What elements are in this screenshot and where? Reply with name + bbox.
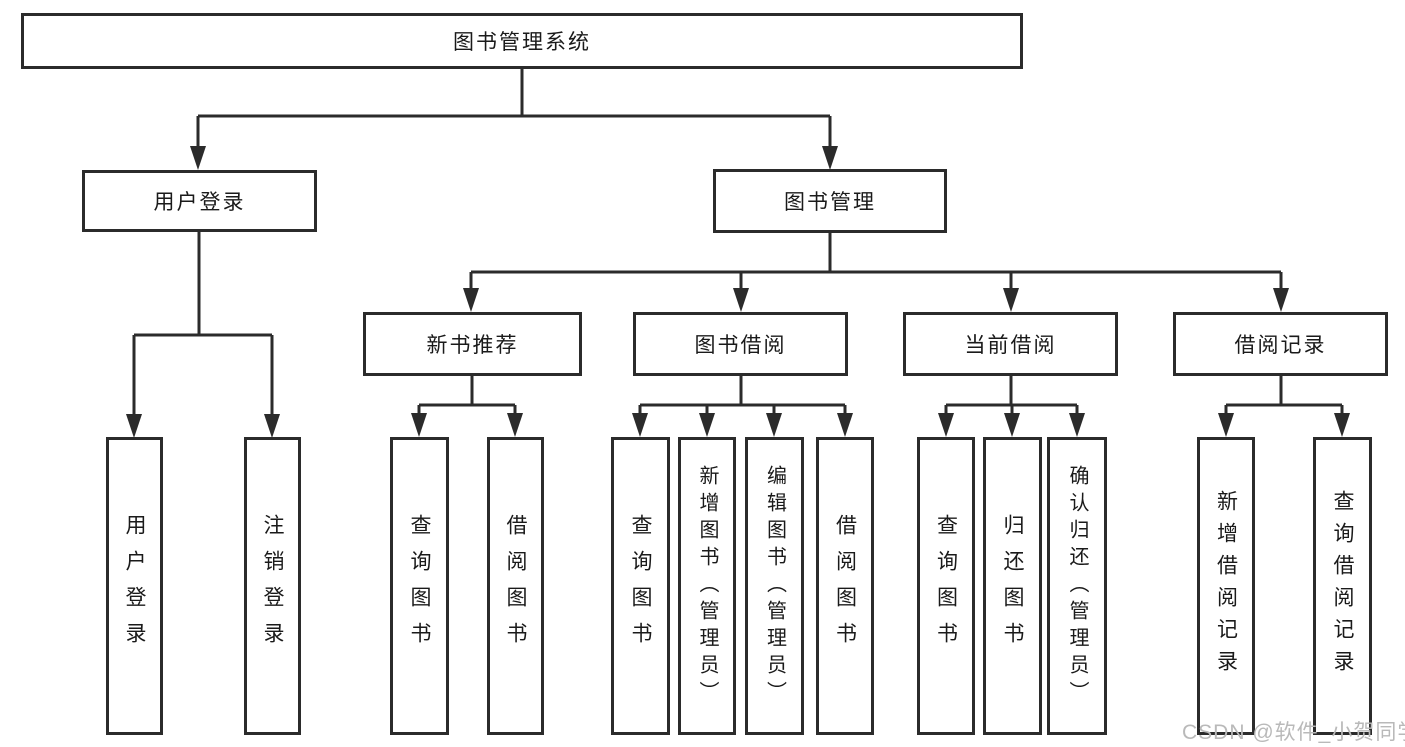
arrow-down-icon [463, 288, 479, 312]
leaf-edit-books-admin: 编辑图书（管理员） [745, 437, 804, 735]
arrow-down-icon [699, 413, 715, 437]
arrow-down-icon [632, 413, 648, 437]
node-book-management: 图书管理 [713, 169, 947, 233]
connector-userlogin-to-leaves [132, 232, 274, 420]
arrow-down-icon [1273, 288, 1289, 312]
arrow-down-icon [1003, 288, 1019, 312]
arrow-down-icon [264, 414, 280, 438]
arrow-down-icon [837, 413, 853, 437]
node-book-borrowing: 图书借阅 [633, 312, 848, 376]
connector-newbook-to-leaves [417, 376, 517, 419]
arrow-down-icon [1218, 413, 1234, 437]
connector-currentborrow-to-leaves [944, 376, 1079, 419]
arrow-down-icon [1334, 413, 1350, 437]
arrow-down-icon [126, 414, 142, 438]
leaf-query-books: 查询图书 [917, 437, 975, 735]
leaf-return-books: 归还图书 [983, 437, 1042, 735]
leaf-add-borrow-record: 新增借阅记录 [1197, 437, 1255, 735]
csdn-watermark: CSDN @软件_小贺同学 [1182, 721, 1405, 744]
node-new-book-recommendation: 新书推荐 [363, 312, 582, 376]
leaf-borrow-books: 借阅图书 [816, 437, 874, 735]
leaf-query-books: 查询图书 [390, 437, 449, 735]
arrow-down-icon [190, 146, 206, 170]
node-root: 图书管理系统 [21, 13, 1023, 69]
connector-root-to-level2 [196, 69, 832, 152]
connector-borrowrecord-to-leaves [1224, 376, 1344, 419]
connector-bookmgmt-to-level3 [469, 233, 1283, 294]
arrow-down-icon [938, 413, 954, 437]
arrow-down-icon [1069, 413, 1085, 437]
leaf-add-books-admin: 新增图书（管理员） [678, 437, 736, 735]
arrow-down-icon [733, 288, 749, 312]
connector-bookborrow-to-leaves [638, 376, 847, 419]
leaf-borrow-books: 借阅图书 [487, 437, 544, 735]
leaf-logout: 注销登录 [244, 437, 301, 735]
arrowhead-group [126, 146, 1350, 438]
node-user-login: 用户登录 [82, 170, 317, 232]
arrow-down-icon [507, 413, 523, 437]
arrow-down-icon [766, 413, 782, 437]
leaf-query-borrow-record: 查询借阅记录 [1313, 437, 1372, 735]
arrow-down-icon [822, 146, 838, 170]
node-current-borrowing: 当前借阅 [903, 312, 1118, 376]
leaf-user-login: 用户登录 [106, 437, 163, 735]
node-borrowing-records: 借阅记录 [1173, 312, 1388, 376]
arrow-down-icon [411, 413, 427, 437]
connector-line-group [132, 69, 1344, 420]
arrow-down-icon [1004, 413, 1020, 437]
leaf-confirm-return-admin: 确认归还（管理员） [1047, 437, 1107, 735]
leaf-query-books: 查询图书 [611, 437, 670, 735]
